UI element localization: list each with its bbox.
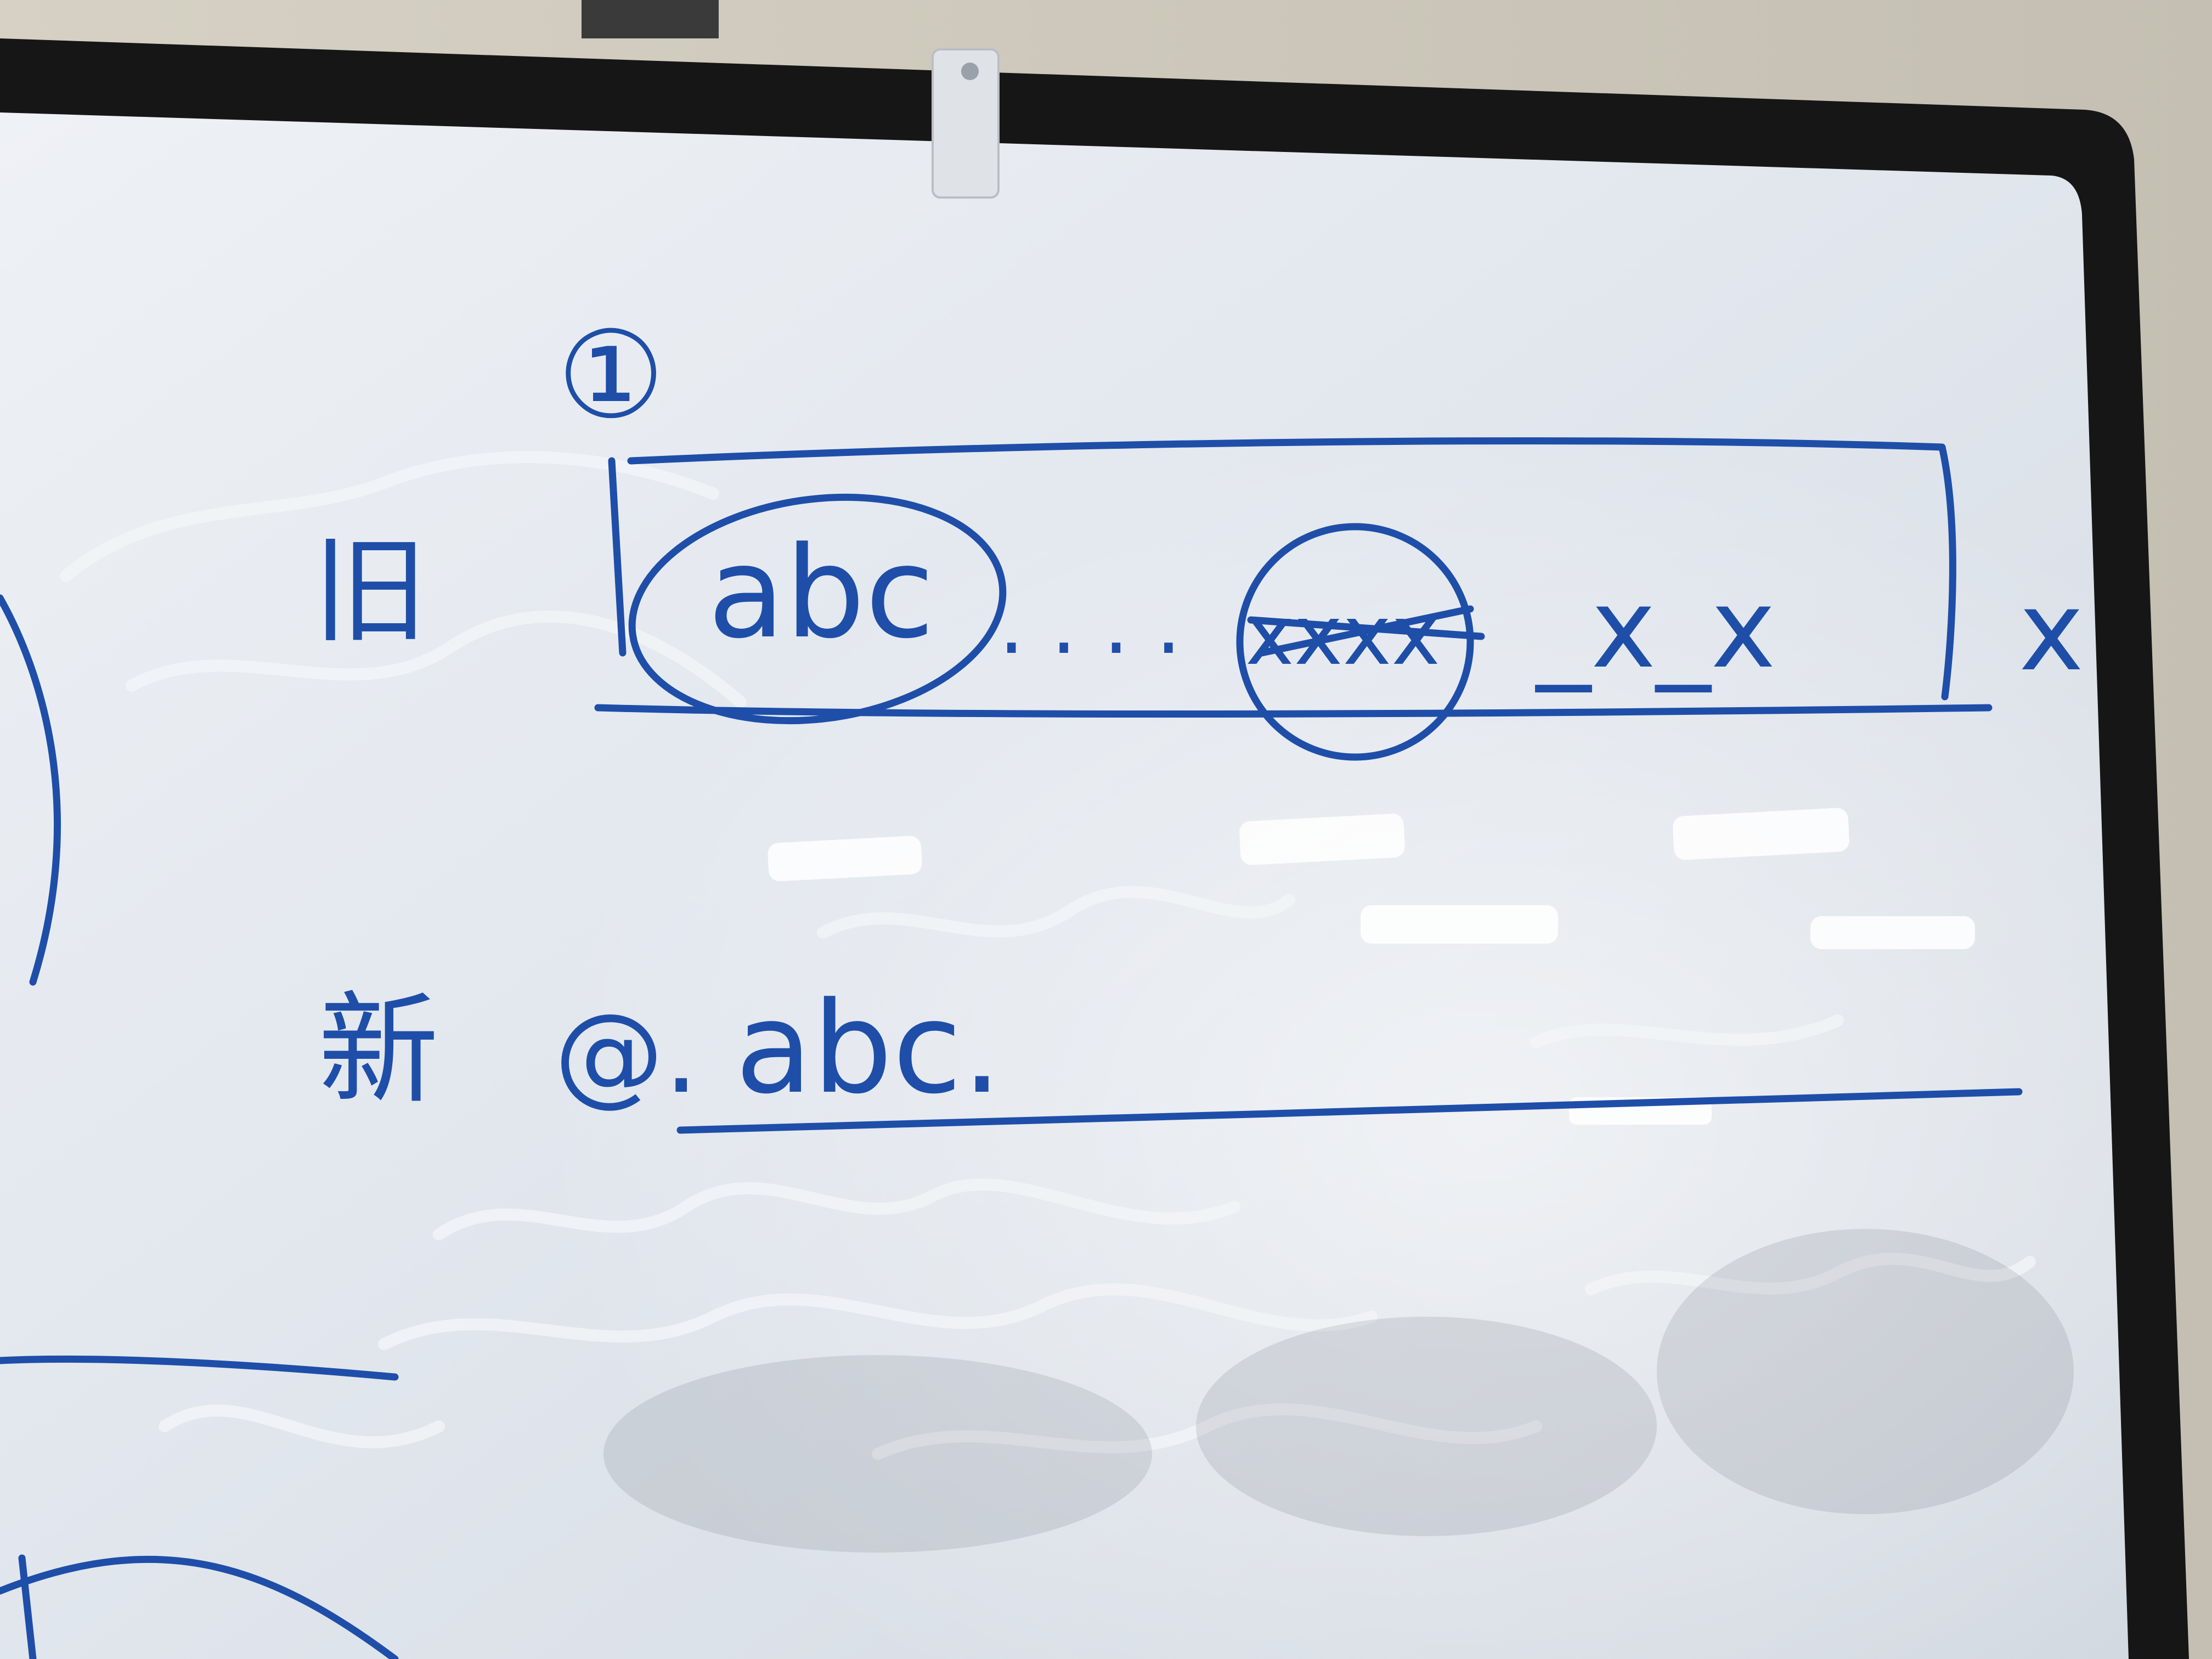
corner-mark: ①	[557, 305, 665, 445]
abc-circle	[628, 493, 1007, 725]
handwriting: ① 旧 abc . . . . xxxx _x_x x 新 @. abc.	[0, 305, 2084, 1659]
struck-word-circle	[1236, 523, 1474, 761]
struck-word-scribble	[1247, 605, 1485, 657]
bottom-left-hook	[18, 1554, 37, 1659]
old-label: 旧	[313, 524, 428, 658]
new-at: @.	[554, 990, 699, 1118]
outer-x: x	[2019, 568, 2084, 696]
new-label: 新	[318, 980, 439, 1120]
x-sequence: _x_x	[1535, 565, 1776, 693]
erased-ghost-marks	[60, 451, 2036, 1460]
lower-left-line	[0, 1355, 399, 1381]
ceiling-light-reflections	[768, 808, 1975, 1125]
board-reflection	[0, 112, 2129, 1659]
board-clip	[932, 48, 1000, 199]
room-reflection-shadows	[603, 1229, 2074, 1553]
wall-device	[582, 0, 719, 38]
new-row-underline	[676, 1088, 2023, 1134]
old-row-box	[594, 437, 1993, 718]
bottom-left-arc	[0, 1555, 399, 1659]
old-abc: abc	[708, 520, 934, 667]
dotted-gap: . . . .	[998, 577, 1182, 673]
new-abc: abc.	[735, 975, 1002, 1122]
left-curve	[0, 594, 61, 986]
